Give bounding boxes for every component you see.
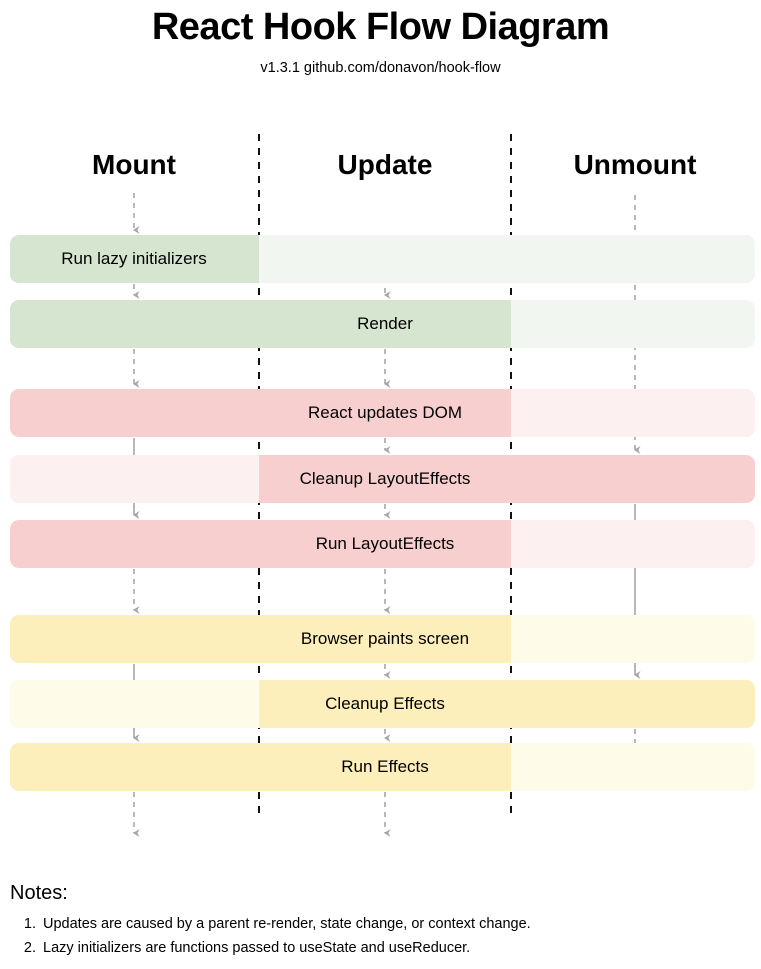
column-heading-mount: Mount — [92, 149, 176, 180]
row-label-cleanup-layouteffects: Cleanup LayoutEffects — [299, 469, 471, 488]
diagram-header: React Hook Flow Diagram v1.3.1 github.co… — [0, 0, 761, 78]
row-segment-run-lazy-initializers-unmount — [511, 235, 755, 283]
notes-title: Notes: — [10, 882, 68, 904]
flow-row-render: Render — [10, 300, 755, 348]
row-label-run-effects: Run Effects — [341, 757, 429, 776]
row-label-browser-paints-screen: Browser paints screen — [300, 629, 470, 648]
flow-row-run-lazy-initializers: Run lazy initializers — [10, 235, 755, 283]
row-segment-cleanup-layouteffects-unmount — [511, 455, 755, 503]
row-segment-react-updates-dom-unmount — [511, 389, 755, 437]
notes-list: Updates are caused by a parent re-render… — [10, 912, 750, 960]
row-segment-cleanup-effects-update — [259, 680, 511, 728]
flow-row-react-updates-dom: React updates DOM — [10, 389, 755, 437]
flow-row-run-layouteffects: Run LayoutEffects — [10, 520, 755, 568]
row-segment-browser-paints-screen-mount — [10, 615, 259, 663]
row-segment-render-update — [259, 300, 511, 348]
flow-row-run-effects: Run Effects — [10, 743, 755, 791]
row-segment-browser-paints-screen-unmount — [511, 615, 755, 663]
row-segment-cleanup-layouteffects-mount — [10, 455, 259, 503]
row-segment-run-lazy-initializers-mount — [10, 235, 259, 283]
row-label-render: Render — [357, 314, 413, 333]
row-label-run-lazy-initializers: Run lazy initializers — [61, 249, 207, 268]
notes-section: Notes: Updates are caused by a parent re… — [10, 880, 750, 960]
hook-flow-diagram: Mount Update Unmount Run lazy initializers… — [10, 134, 755, 837]
row-segment-render-unmount — [511, 300, 755, 348]
row-label-react-updates-dom: React updates DOM — [307, 403, 463, 422]
column-heading-update: Update — [337, 149, 433, 180]
row-segment-run-lazy-initializers-update — [259, 235, 511, 283]
note-item-2: Lazy initializers are functions passed t… — [40, 936, 750, 960]
row-segment-run-effects-mount — [10, 743, 259, 791]
row-label-cleanup-effects: Cleanup Effects — [325, 694, 445, 713]
flow-row-cleanup-effects: Cleanup Effects — [10, 680, 755, 728]
page-title: React Hook Flow Diagram — [151, 6, 610, 48]
row-segment-render-mount — [10, 300, 259, 348]
row-segment-cleanup-effects-unmount — [511, 680, 755, 728]
flow-row-cleanup-layouteffects: Cleanup LayoutEffects — [10, 455, 755, 503]
row-segment-react-updates-dom-update — [259, 389, 511, 437]
row-label-run-layouteffects: Run LayoutEffects — [315, 534, 455, 553]
row-segment-cleanup-layouteffects-update — [259, 455, 511, 503]
row-segment-browser-paints-screen-update — [259, 615, 511, 663]
row-segment-run-layouteffects-unmount — [511, 520, 755, 568]
note-item-1: Updates are caused by a parent re-render… — [40, 912, 750, 936]
row-segment-cleanup-effects-mount — [10, 680, 259, 728]
flow-row-browser-paints-screen: Browser paints screen — [10, 615, 755, 663]
row-segment-run-effects-unmount — [511, 743, 755, 791]
column-heading-unmount: Unmount — [573, 149, 697, 180]
row-segment-run-effects-update — [259, 743, 511, 791]
row-segment-run-layouteffects-update — [259, 520, 511, 568]
row-segment-run-layouteffects-mount — [10, 520, 259, 568]
row-segment-react-updates-dom-mount — [10, 389, 259, 437]
page-subtitle: v1.3.1 github.com/donavon/hook-flow — [260, 60, 501, 76]
